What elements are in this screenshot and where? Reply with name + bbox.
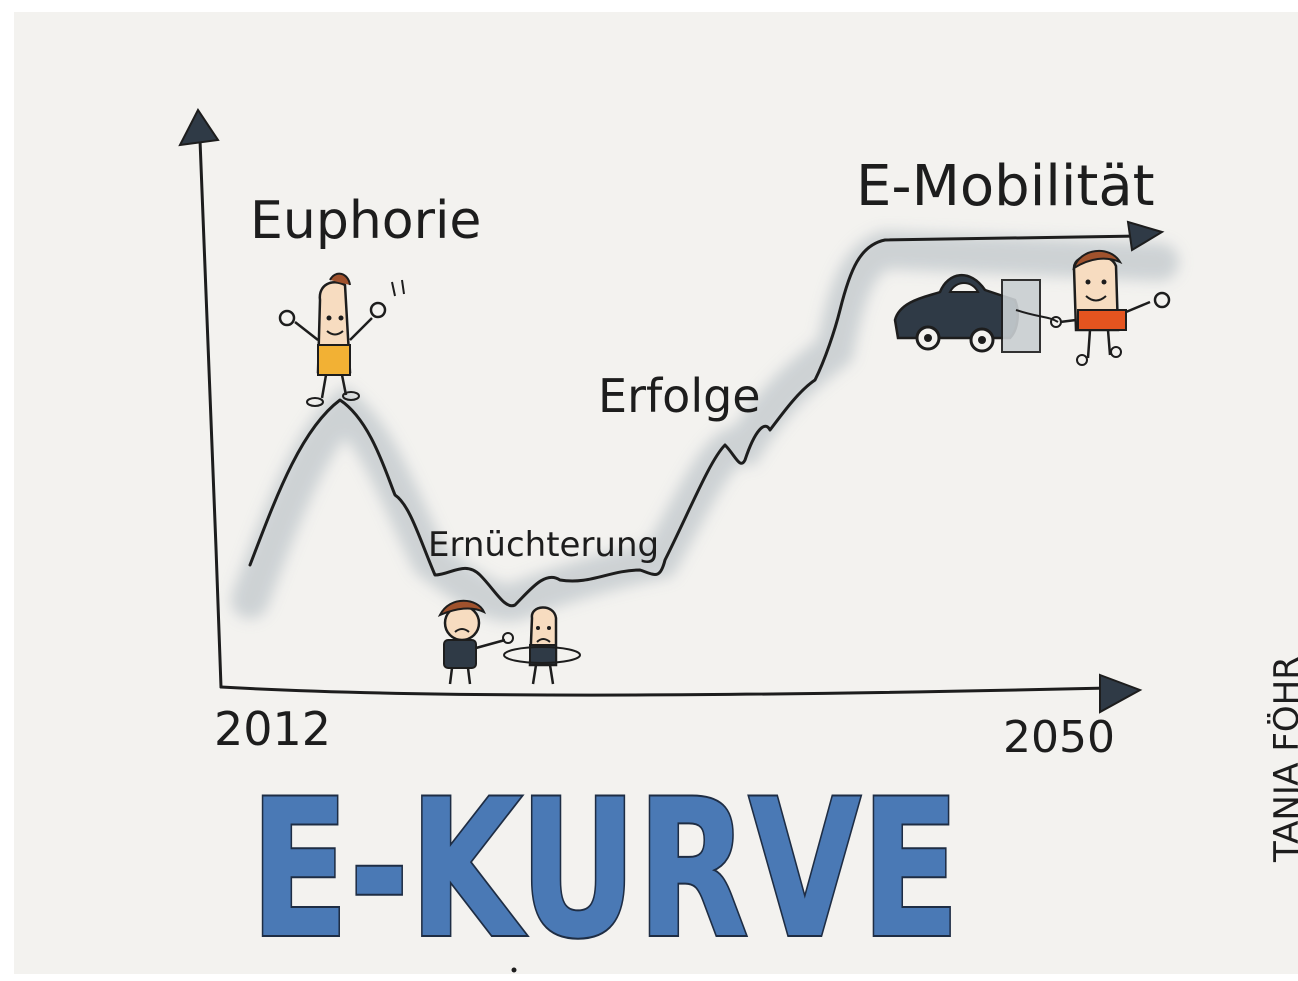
charging-station xyxy=(1001,279,1041,353)
axis-end-year: 2050 xyxy=(1003,712,1115,763)
label-erfolge: Erfolge xyxy=(598,369,761,423)
label-euphorie: Euphorie xyxy=(250,191,481,251)
y-axis-arrow xyxy=(178,108,220,147)
euphoric-figure xyxy=(278,272,405,407)
happy-figure xyxy=(1050,249,1171,366)
label-ernuechterung: Ernüchterung xyxy=(428,525,659,565)
y-axis xyxy=(178,108,223,689)
curve-end-arrow xyxy=(1126,220,1165,252)
drawing-sheet xyxy=(14,12,1298,974)
x-axis-arrow xyxy=(1099,673,1143,714)
title-e-kurve: E-KURVE xyxy=(250,759,960,980)
x-axis xyxy=(219,673,1143,714)
axis-start-year: 2012 xyxy=(214,702,331,756)
electric-car xyxy=(893,273,1059,353)
ink-dot xyxy=(511,967,517,973)
disappointed-figures xyxy=(437,599,581,685)
author-signature: TANJA FÖHR xyxy=(1266,656,1298,863)
e-curve-line xyxy=(248,234,1142,608)
label-e-mobilitaet: E-Mobilität xyxy=(856,154,1155,219)
